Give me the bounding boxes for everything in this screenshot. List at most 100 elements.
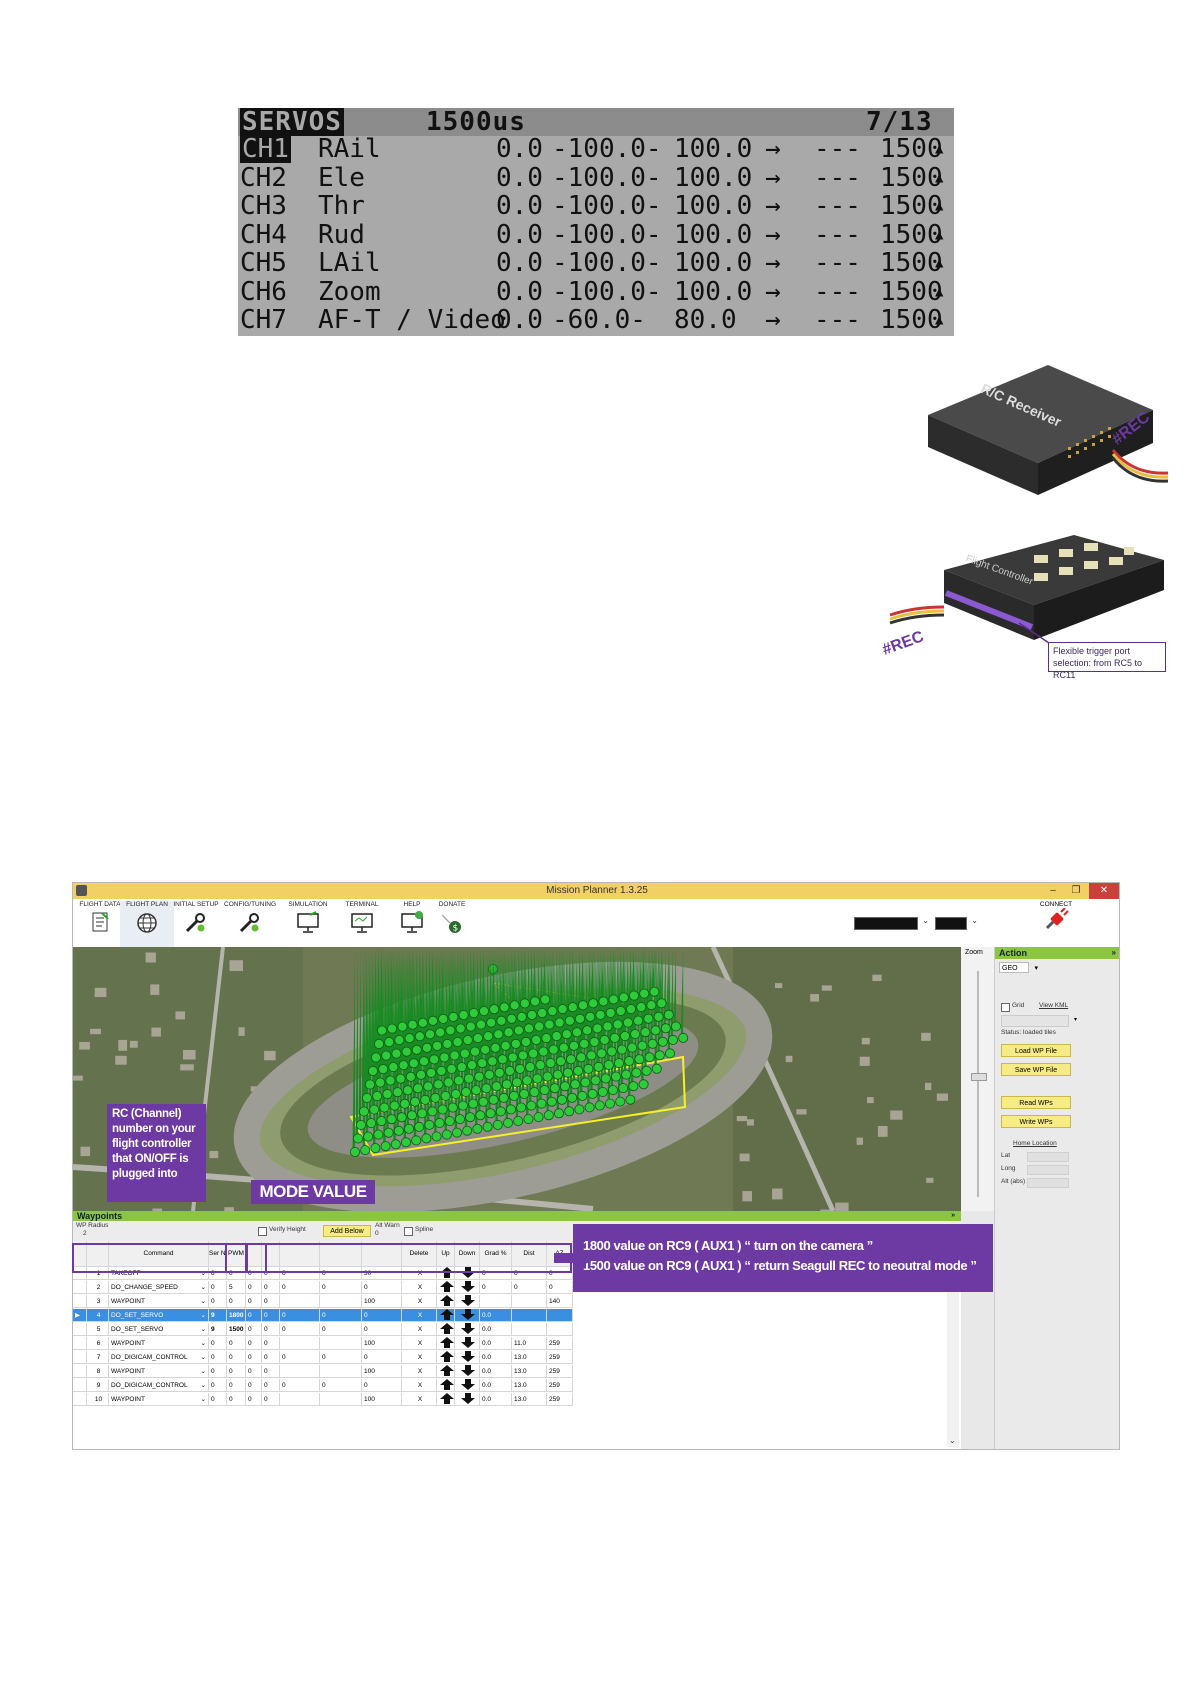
cell-az[interactable]: 259 [547,1379,573,1392]
cell-az[interactable]: 259 [547,1351,573,1364]
waypoint-marker[interactable] [671,947,682,1032]
waypoint-marker[interactable] [364,947,375,1090]
cell-p1[interactable]: 0 [209,1351,227,1364]
waypoints-collapse-icon[interactable]: » [951,1212,955,1219]
command-dropdown-icon[interactable]: ⌄ [200,1368,206,1375]
cell-dist[interactable]: 0 [512,1267,547,1280]
waypoint-marker[interactable] [598,947,609,1007]
cell-p2[interactable]: 5 [227,1281,246,1294]
cell-alt[interactable]: 100 [362,1337,402,1350]
cell-alt[interactable]: 0 [362,1379,402,1392]
minimize-button[interactable]: – [1050,885,1056,896]
waypoint-marker[interactable] [486,947,497,1028]
toolbar-item[interactable]: DONATE$ [425,901,479,947]
cell-dist[interactable] [512,1295,547,1308]
cell-az[interactable]: 259 [547,1337,573,1350]
waypoint-marker[interactable] [394,947,405,1046]
command-select[interactable]: DO_DIGICAM_CONTROL⌄ [109,1379,209,1392]
move-down-icon[interactable] [455,1351,480,1364]
cell-grad[interactable]: 0.0 [480,1337,512,1350]
waypoint-marker[interactable] [358,947,369,1117]
cell-p3[interactable]: 0 [246,1267,262,1280]
cell-grad[interactable] [480,1295,512,1308]
move-down-icon[interactable] [455,1393,480,1406]
waypoint-marker[interactable] [361,947,372,1103]
delete-button[interactable]: X [402,1351,437,1364]
toolbar-item[interactable]: INITIAL SETUP [169,901,223,947]
move-up-icon[interactable] [437,1309,455,1322]
delete-button[interactable]: X [402,1393,437,1406]
cell-dist[interactable]: 13.0 [512,1393,547,1406]
zoom-slider[interactable] [971,1073,987,1081]
col-command-header[interactable]: Command [109,1241,209,1267]
cell-p3[interactable]: 0 [246,1351,262,1364]
wp-radius-value[interactable]: 2 [83,1230,87,1237]
long-field[interactable] [1027,1165,1069,1175]
cell-dist[interactable]: 13.0 [512,1351,547,1364]
waypoint-marker[interactable] [588,947,599,1009]
waypoint-marker[interactable] [678,947,689,1043]
cell-p2[interactable]: 1800 [227,1309,246,1322]
command-dropdown-icon[interactable]: ⌄ [200,1396,206,1403]
waypoint-marker[interactable] [458,947,469,1021]
waypoint-marker[interactable] [633,947,644,1026]
delete-button[interactable]: X [402,1379,437,1392]
delete-button[interactable]: X [402,1309,437,1322]
cell-p1[interactable]: 0 [209,1295,227,1308]
cell-p5[interactable] [280,1295,320,1308]
waypoint-marker[interactable] [387,947,398,1034]
read-wps-button[interactable]: Read WPs [1001,1096,1071,1109]
col-alt-header[interactable] [362,1241,402,1267]
cell-alt[interactable]: 100 [362,1295,402,1308]
grid-checkbox[interactable] [1001,1003,1010,1012]
cell-p5[interactable]: 0 [280,1379,320,1392]
row-selector[interactable] [73,1267,87,1280]
cell-p4[interactable]: 0 [262,1393,280,1406]
delete-button[interactable]: X [402,1323,437,1336]
cell-p6[interactable] [320,1393,362,1406]
cell-p3[interactable]: 0 [246,1323,262,1336]
waypoint-marker[interactable] [643,947,654,1024]
command-dropdown-icon[interactable]: ⌄ [200,1326,206,1333]
cell-alt[interactable]: 100 [362,1365,402,1378]
cell-p4[interactable]: 0 [262,1323,280,1336]
toolbar-item[interactable]: FLIGHT DATA [73,901,127,947]
row-selector[interactable] [73,1379,87,1392]
command-select[interactable]: DO_SET_SERVO⌄ [109,1323,209,1336]
cell-alt[interactable]: 0 [362,1351,402,1364]
waypoint-marker[interactable] [397,947,408,1032]
waypoint-marker[interactable] [567,947,578,1013]
cell-p6[interactable]: 0 [320,1281,362,1294]
spline-checkbox[interactable] [404,1227,413,1236]
cell-p5[interactable] [280,1393,320,1406]
delete-button[interactable]: X [402,1337,437,1350]
waypoint-marker[interactable] [663,947,674,1020]
cell-p3[interactable]: 0 [246,1365,262,1378]
cell-alt[interactable]: 100 [362,1393,402,1406]
row-selector[interactable] [73,1281,87,1294]
waypoint-marker[interactable] [540,947,551,1005]
row-selector[interactable] [73,1365,87,1378]
toolbar-item[interactable]: CONFIG/TUNING [223,901,277,947]
cell-p1[interactable]: 0 [209,1267,227,1280]
cell-grad[interactable]: 0.0 [480,1309,512,1322]
waypoint-marker[interactable] [574,947,585,1024]
lat-field[interactable] [1027,1152,1069,1162]
cell-dist[interactable] [512,1309,547,1322]
maximize-button[interactable]: ❐ [1071,885,1081,896]
row-pointer-icon[interactable]: ▶ [73,1309,87,1322]
waypoint-marker[interactable] [623,947,634,1028]
cell-grad[interactable]: 0 [480,1267,512,1280]
row-selector[interactable] [73,1323,87,1336]
cell-p3[interactable]: 0 [246,1337,262,1350]
waypoint-marker[interactable] [455,947,466,1034]
command-dropdown-icon[interactable]: ⌄ [200,1298,206,1305]
move-down-icon[interactable] [455,1379,480,1392]
command-dropdown-icon[interactable]: ⌄ [200,1312,206,1319]
row-selector[interactable] [73,1393,87,1406]
